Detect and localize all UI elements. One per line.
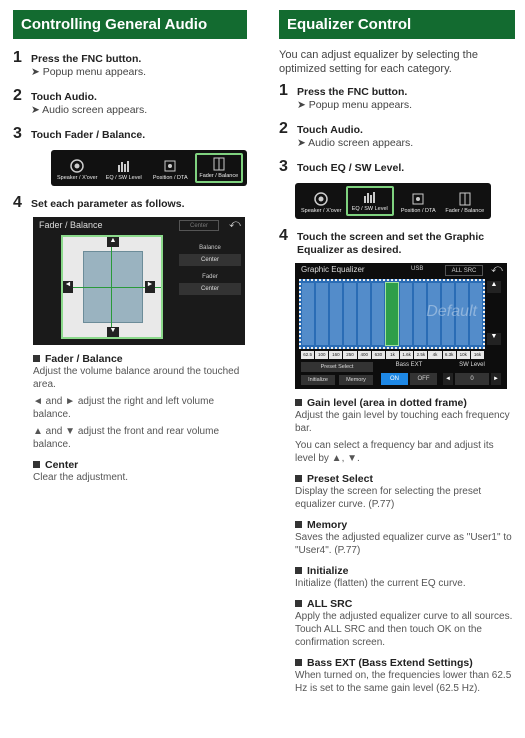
position-icon <box>164 160 176 172</box>
eq-sw-level-button[interactable]: EQ / SW Level <box>102 153 147 183</box>
gain-up-button[interactable]: ▲ <box>487 281 501 293</box>
preset-watermark: Default <box>426 303 477 320</box>
position-icon <box>412 193 424 205</box>
eq-sw-level-button[interactable]: EQ / SW Level <box>345 186 394 216</box>
freq-label: 1.6k <box>400 351 414 359</box>
source-label: USB <box>411 266 424 272</box>
freq-label: 1k <box>385 351 400 359</box>
intro-text: You can adjust equalizer by selecting th… <box>279 49 478 75</box>
center-button[interactable]: Center <box>179 220 219 231</box>
speaker-xover-button[interactable]: Speaker / X'over <box>55 153 100 183</box>
freq-label: 250 <box>343 351 357 359</box>
sw-level-value: 0 <box>455 373 489 385</box>
fader-icon <box>459 192 471 206</box>
step-2: 2 Touch Audio. ➤ Audio screen appears. <box>279 120 414 150</box>
position-dta-button[interactable]: Position / DTA <box>396 186 441 216</box>
step-1: 1 Press the FNC button. ➤ Popup menu app… <box>13 49 147 79</box>
freq-label: 4k <box>428 351 442 359</box>
fader-balance-button[interactable]: Fader / Balance <box>443 186 488 216</box>
eq-band-4k[interactable] <box>428 283 440 345</box>
eq-band-160[interactable] <box>330 283 342 345</box>
speaker-xover-button[interactable]: Speaker / X'over <box>299 186 344 216</box>
eq-band-62.5[interactable] <box>302 283 314 345</box>
left-column: Controlling General Audio 1 Press the FN… <box>13 10 247 484</box>
preset-select-button[interactable]: Preset Select <box>301 362 373 372</box>
fader-balance-screen: Fader / Balance Center ⤺ ▲ ▼ ◄ ► Balance… <box>33 217 245 345</box>
freq-label: 160 <box>329 351 343 359</box>
memory-button[interactable]: Memory <box>339 375 373 385</box>
freq-label: 2.5k <box>414 351 428 359</box>
back-icon[interactable]: ⤺ <box>491 263 503 275</box>
bass-ext-label: Bass EXT <box>395 362 423 368</box>
fader-balance-button[interactable]: Fader / Balance <box>194 153 243 183</box>
speaker-icon <box>314 192 328 206</box>
right-arrow-button[interactable]: ► <box>145 281 155 293</box>
right-column: Equalizer Control You can adjust equaliz… <box>279 10 515 695</box>
step-3: 3 Touch EQ / SW Level. <box>279 158 405 175</box>
eq-band-2.5k[interactable] <box>414 283 426 345</box>
fader-value: Center <box>179 283 241 295</box>
step-2: 2 Touch Audio. ➤ Audio screen appears. <box>13 87 148 117</box>
freq-label: 6.3k <box>442 351 456 359</box>
freq-label: 16k <box>470 351 485 359</box>
bass-ext-off-button[interactable]: OFF <box>410 373 437 385</box>
freq-label: 100 <box>315 351 329 359</box>
eq-title: Graphic Equalizer <box>301 265 365 274</box>
right-sections: Gain level (area in dotted frame) Adjust… <box>295 397 515 695</box>
up-arrow-button[interactable]: ▲ <box>107 237 119 247</box>
left-arrow-button[interactable]: ◄ <box>63 281 73 293</box>
left-sections: Fader / Balance Adjust the volume balanc… <box>33 353 247 484</box>
gain-down-button[interactable]: ▼ <box>487 333 501 345</box>
freq-label: 10k <box>456 351 470 359</box>
fader-label: Fader <box>202 274 218 280</box>
equalizer-icon <box>117 161 129 172</box>
section-title: Equalizer Control <box>279 10 515 39</box>
speaker-icon <box>70 159 84 173</box>
all-src-button[interactable]: ALL SRC <box>445 265 483 276</box>
step-3: 3 Touch Fader / Balance. <box>13 125 146 142</box>
eq-band-6.3k[interactable] <box>442 283 454 345</box>
eq-band-400[interactable] <box>358 283 370 345</box>
sw-level-label: SW Level <box>459 362 485 368</box>
balance-value: Center <box>179 254 241 266</box>
section-title: Controlling General Audio <box>13 10 247 39</box>
freq-label: 630 <box>371 351 385 359</box>
graphic-equalizer-screen: Graphic Equalizer USB ALL SRC ⤺ Default … <box>295 263 507 389</box>
down-arrow-button[interactable]: ▼ <box>107 327 119 337</box>
eq-band-250[interactable] <box>344 283 356 345</box>
back-icon[interactable]: ⤺ <box>229 218 241 230</box>
sw-level-decrease-button[interactable]: ◄ <box>443 373 453 385</box>
sw-level-increase-button[interactable]: ► <box>491 373 501 385</box>
eq-band-630[interactable] <box>372 283 384 345</box>
bass-ext-on-button[interactable]: ON <box>381 373 408 385</box>
initialize-button[interactable]: Initialize <box>301 375 335 385</box>
gain-level-area[interactable]: Default <box>299 279 485 349</box>
step-4: 4 Set each parameter as follows. <box>13 194 185 211</box>
fader-balance-area[interactable] <box>61 235 163 339</box>
equalizer-icon <box>363 192 375 203</box>
eq-band-10k[interactable] <box>456 283 468 345</box>
freq-label: 62.5 <box>301 351 315 359</box>
step-1: 1 Press the FNC button. ➤ Popup menu app… <box>279 82 413 112</box>
eq-band-100[interactable] <box>316 283 328 345</box>
eq-band-16k[interactable] <box>470 283 482 345</box>
fader-icon <box>213 157 225 171</box>
balance-label: Balance <box>199 245 221 251</box>
audio-menu-buttons: Speaker / X'over EQ / SW Level Position … <box>295 183 491 219</box>
step-4: 4 Touch the screen and set the Graphic E… <box>279 227 485 257</box>
eq-band-1.6k[interactable] <box>400 283 412 345</box>
freq-label: 400 <box>357 351 371 359</box>
audio-menu-buttons: Speaker / X'over EQ / SW Level Position … <box>51 150 247 186</box>
eq-band-1k[interactable] <box>385 282 399 346</box>
position-dta-button[interactable]: Position / DTA <box>148 153 193 183</box>
